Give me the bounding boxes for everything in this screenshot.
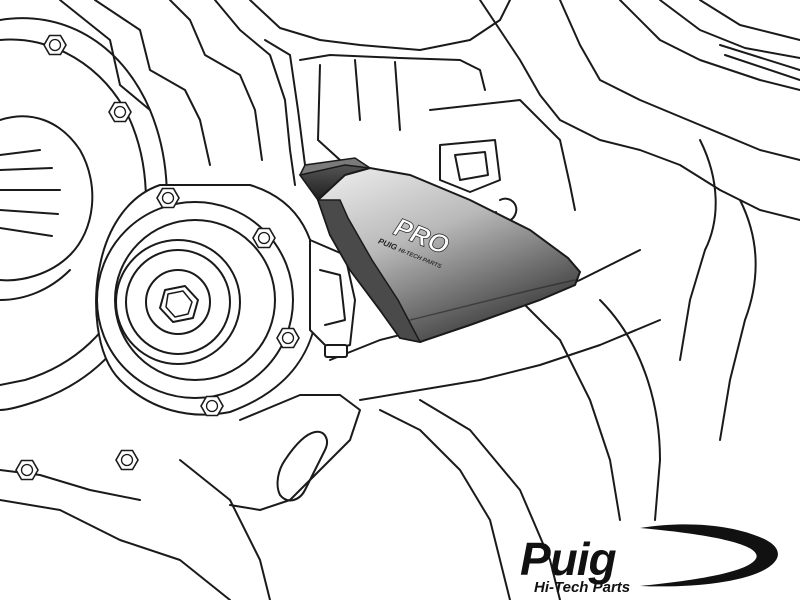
puig-logo: Puig Hi-Tech Parts bbox=[520, 524, 778, 596]
engine-boss bbox=[309, 239, 356, 358]
bolt bbox=[276, 327, 300, 349]
bolt bbox=[15, 459, 39, 481]
frame-slider: PRO PUIG HI-TECH PARTS bbox=[298, 157, 582, 344]
frame-upper bbox=[59, 0, 511, 186]
bolt bbox=[108, 101, 132, 123]
logo-swoosh bbox=[640, 524, 778, 587]
logo-wordmark: Puig bbox=[520, 533, 617, 585]
bolt bbox=[252, 227, 276, 249]
frame-right bbox=[479, 0, 800, 441]
bolts bbox=[15, 34, 300, 481]
crank-cover bbox=[95, 184, 320, 416]
bolt bbox=[43, 34, 67, 56]
bolt bbox=[115, 449, 139, 471]
frame-mount-tab bbox=[429, 99, 561, 223]
logo-tagline: Hi-Tech Parts bbox=[534, 579, 630, 596]
bolt bbox=[200, 395, 224, 417]
bolt bbox=[156, 187, 180, 209]
